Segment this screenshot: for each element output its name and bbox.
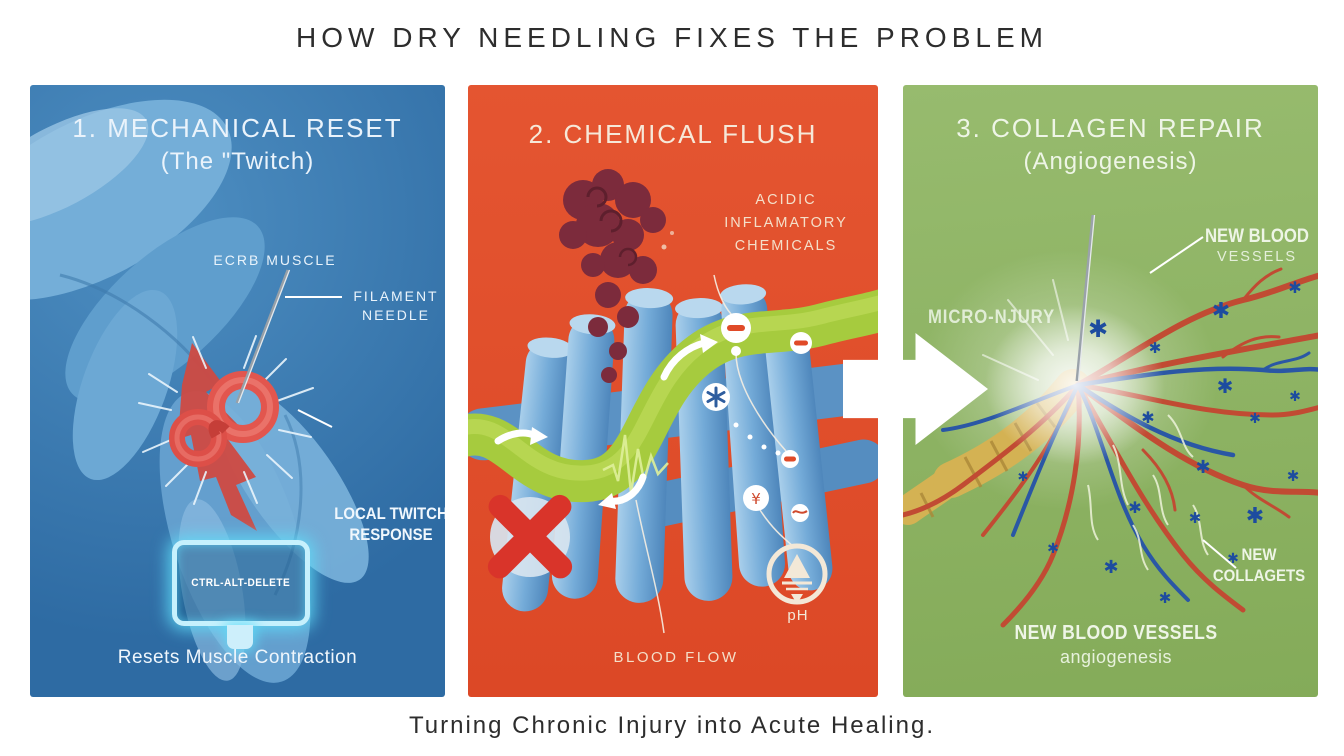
needle-icon <box>235 269 291 404</box>
panel2-heading: 2. CHEMICAL FLUSH <box>528 119 818 149</box>
svg-text:✱: ✱ <box>1195 457 1210 478</box>
panel2-header: 2. CHEMICAL FLUSH <box>468 117 878 151</box>
collagen-star-icons: ✱ ✱ ✱ ✱ ✱ ✱ ✱ ✱ ✱ ✱ ✱ ✱ ✱ ✱ ✱ ✱ ✱ ✱ <box>1018 278 1302 607</box>
trigger-point-knot-icon <box>169 371 279 467</box>
svg-text:✱: ✱ <box>1159 589 1172 607</box>
tilde-circle-icon <box>791 504 809 522</box>
svg-text:✱: ✱ <box>1288 278 1301 297</box>
svg-text:✱: ✱ <box>1227 551 1239 567</box>
panel-mechanical-reset: 1. MECHANICAL RESET (The "Twitch) ECRB M… <box>30 85 445 697</box>
ph-label: pH <box>787 607 809 624</box>
svg-text:✱: ✱ <box>1212 299 1230 324</box>
flow-arrowheads <box>530 334 718 509</box>
panel3-heading: 3. COLLAGEN REPAIR <box>956 113 1265 143</box>
local-twitch-response-label: LOCAL TWITCH RESPONSE <box>334 504 445 544</box>
needle-icon-p3 <box>1075 214 1096 382</box>
svg-text:✱: ✱ <box>1249 411 1261 427</box>
svg-text:✱: ✱ <box>1217 374 1234 398</box>
svg-text:✱: ✱ <box>1149 339 1162 357</box>
new-blood-vessels-bottom-label: NEW BLOOD VESSELS angiogenesis <box>1014 622 1218 667</box>
acidic-chemicals-label: ACIDIC INFLAMATORY CHEMICALS <box>724 192 848 254</box>
minus-circle-icons <box>721 313 812 468</box>
asterisk-circle-icon <box>702 383 730 411</box>
yen-circle-icon: ¥ <box>743 485 769 511</box>
svg-text:✱: ✱ <box>1141 408 1154 427</box>
panel3-subheading: (Angiogenesis) <box>1023 148 1198 175</box>
page-title: HOW DRY NEEDLING FIXES THE PROBLEM <box>296 22 1048 53</box>
ecrb-muscle-label: ECRB MUSCLE <box>213 252 337 268</box>
arm-needle-illustration <box>30 99 369 683</box>
svg-text:✱: ✱ <box>1189 509 1202 527</box>
filament-needle-label: FILAMENT NEEDLE <box>353 288 439 323</box>
svg-text:✱: ✱ <box>1289 389 1301 405</box>
connector-dots <box>733 422 781 456</box>
blood-flow-band-icon <box>468 289 878 503</box>
svg-text:✱: ✱ <box>1018 470 1029 485</box>
footer-caption: Turning Chronic Injury into Acute Healin… <box>408 712 935 739</box>
panel1-caption: Resets Muscle Contraction <box>117 647 358 668</box>
new-collagen-label: NEW COLLAGETS <box>1212 545 1306 585</box>
svg-text:✱: ✱ <box>1088 315 1108 343</box>
injury-glow-icon <box>985 305 1165 465</box>
twitch-pointer-line <box>297 409 333 428</box>
svg-text:✱: ✱ <box>1103 557 1118 578</box>
panel-chemical-flush: ¥ 2. CHEMICAL FLUSH <box>468 85 878 697</box>
svg-text:¥: ¥ <box>751 490 761 508</box>
angiogenesis-illustration: ✱ ✱ ✱ ✱ ✱ ✱ ✱ ✱ ✱ ✱ ✱ ✱ ✱ ✱ ✱ ✱ ✱ ✱ <box>903 214 1318 628</box>
monitor-stand-icon <box>227 625 253 649</box>
no-entry-x-icon <box>487 494 573 579</box>
svg-text:✱: ✱ <box>1047 541 1059 557</box>
panel1-subheading: (The "Twitch) <box>160 148 315 175</box>
svg-text:✱: ✱ <box>1246 504 1264 529</box>
svg-text:✱: ✱ <box>1287 467 1300 485</box>
svg-text:✱: ✱ <box>1128 498 1141 517</box>
new-blood-vessels-label: NEW BLOOD VESSELS <box>1204 226 1310 265</box>
collagen-pointer-line <box>1202 539 1237 569</box>
blood-flow-label: BLOOD FLOW <box>613 649 739 666</box>
panel1-heading: 1. MECHANICAL RESET <box>72 113 403 143</box>
ctrl-alt-delete-monitor-icon: CTRL-ALT-DELETE <box>172 540 310 626</box>
glow-rays <box>982 279 1069 381</box>
micro-injury-label: MICRO-NJURY <box>928 307 1056 328</box>
twitch-starburst-icon <box>138 335 314 505</box>
inflammation-smoke-icon <box>559 169 674 383</box>
ph-gauge-icon <box>766 543 828 605</box>
monitor-text: CTRL-ALT-DELETE <box>191 577 291 589</box>
panel3-header: 3. COLLAGEN REPAIR (Angiogenesis) <box>903 111 1318 179</box>
panel1-header: 1. MECHANICAL RESET (The "Twitch) <box>30 111 445 179</box>
muscle-fiber-flush-illustration: ¥ <box>468 169 878 634</box>
new-blood-pointer-line <box>1149 236 1204 274</box>
